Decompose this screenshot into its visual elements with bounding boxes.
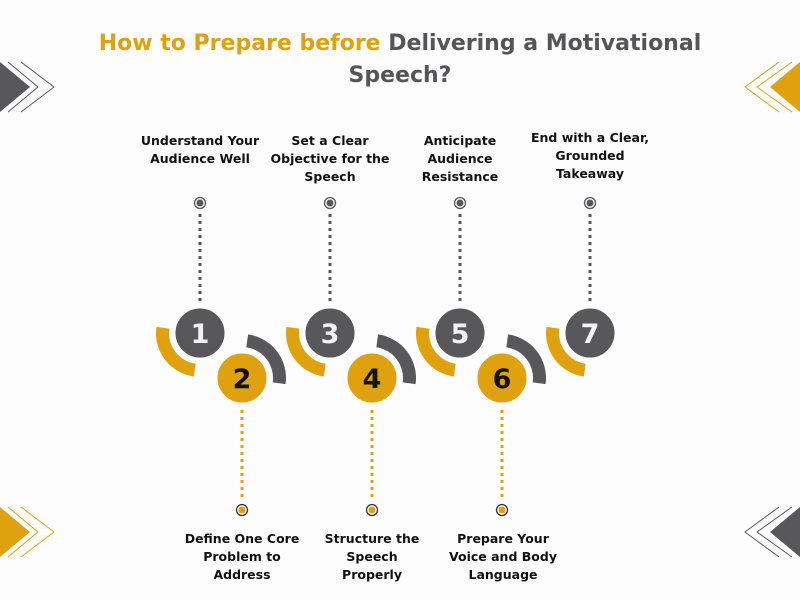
svg-text:7: 7 [581,319,600,350]
bottom-marker-dots [235,503,509,517]
title-accent: How to Prepare before [98,31,381,56]
svg-text:4: 4 [363,364,382,395]
svg-text:2: 2 [233,364,252,395]
step-6-badge: 6 [474,350,530,406]
title-rest: Delivering a Motivational [388,31,702,56]
gold-arcs [156,326,586,377]
marker-icon [495,503,509,517]
step-3-label: Set a Clear Objective for the Speech [270,133,390,184]
step-7-label: End with a Clear, Grounded Takeaway [530,130,650,181]
marker-icon [193,196,207,210]
step-4-badge: 4 [344,350,400,406]
step-1-badge: 1 [172,305,228,361]
svg-text:1: 1 [191,319,210,350]
marker-icon [583,196,597,210]
chevron-decoration-top-right [744,61,800,113]
gray-arcs [246,334,546,385]
step-5-label: Anticipate Audience Resistance [421,133,499,184]
step-2-label: Define One Core Problem to Address [184,531,300,582]
chevron-decoration-bottom-left [0,506,55,558]
step-4-label: Structure the Speech Properly [324,531,420,582]
step-5-badge: 5 [432,305,488,361]
marker-icon [365,503,379,517]
svg-text:3: 3 [321,319,340,350]
top-marker-dots [193,196,597,210]
step-7-badge: 7 [562,305,618,361]
title-rest-line2: Speech? [348,63,452,88]
page-title: How to Prepare before Delivering a Motiv… [0,28,800,92]
bottom-connectors [240,410,504,500]
marker-icon [235,503,249,517]
step-1-label: Understand Your Audience Well [140,133,260,166]
chevron-decoration-bottom-right [744,506,800,558]
step-3-badge: 3 [302,305,358,361]
step-2-badge: 2 [214,350,270,406]
svg-text:6: 6 [493,364,512,395]
step-6-label: Prepare Your Voice and Body Language [449,531,557,582]
svg-text:5: 5 [451,319,470,350]
marker-icon [323,196,337,210]
top-connectors [198,214,592,302]
chevron-decoration-top-left [0,61,55,113]
marker-icon [453,196,467,210]
